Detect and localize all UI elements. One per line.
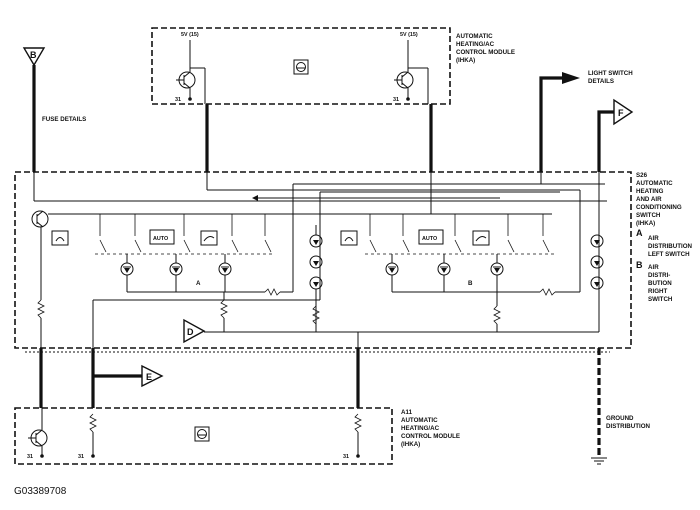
svg-text:SWITCH: SWITCH <box>648 296 673 303</box>
bottom-resistor-left <box>89 413 97 433</box>
svg-text:AUTOMATIC: AUTOMATIC <box>401 417 438 424</box>
switch-contacts-right <box>365 214 555 255</box>
fuse-details-label: FUSE DETAILS <box>42 116 86 123</box>
ground-icon <box>591 457 607 465</box>
switch-contacts-left <box>95 214 275 255</box>
connector-e: E <box>93 364 164 388</box>
top-control-module: 5V (15) 31 5V (15) 31 <box>151 27 451 105</box>
top-module-pin-right: 31 <box>393 97 399 103</box>
svg-text:GROUND: GROUND <box>606 415 634 422</box>
svg-text:DISTRIBUTION: DISTRIBUTION <box>606 423 651 430</box>
svg-text:A11: A11 <box>401 409 413 416</box>
svg-text:B: B <box>30 50 37 60</box>
svg-text:(IHKA): (IHKA) <box>456 57 475 64</box>
svg-text:(IHKA): (IHKA) <box>636 220 655 227</box>
resistor-left <box>37 299 45 319</box>
svg-text:SWITCH: SWITCH <box>636 212 661 219</box>
svg-text:AIR: AIR <box>648 264 659 271</box>
svg-text:CONTROL MODULE: CONTROL MODULE <box>456 49 515 56</box>
resistor-right <box>493 305 501 325</box>
resistor-center <box>312 305 320 325</box>
connector-d: D <box>183 318 206 344</box>
indicator-lamps-right <box>385 190 581 296</box>
switch-unit-label: S26 AUTOMATIC HEATING AND AIR CONDITIONI… <box>636 172 682 227</box>
svg-text:RIGHT: RIGHT <box>648 288 667 295</box>
bottom-module-pin-3: 31 <box>343 454 349 460</box>
bottom-control-module: 31 31 31 <box>14 407 393 465</box>
top-module-label: AUTOMATIC HEATING/AC CONTROL MODULE (IHK… <box>456 33 515 64</box>
svg-text:AUTOMATIC: AUTOMATIC <box>636 180 673 187</box>
indicator-lamps-left <box>120 254 293 296</box>
svg-text:AUTO: AUTO <box>153 236 168 242</box>
svg-text:BUTION: BUTION <box>648 280 672 287</box>
svg-text:AND AIR: AND AIR <box>636 196 662 203</box>
top-module-voltage-right: 5V (15) <box>400 32 418 38</box>
svg-text:(IHKA): (IHKA) <box>401 441 420 448</box>
svg-text:HEATING/AC: HEATING/AC <box>456 41 495 48</box>
svg-text:LEFT SWITCH: LEFT SWITCH <box>648 251 690 258</box>
defrost-right-icon <box>340 230 358 246</box>
svg-text:A: A <box>636 228 643 238</box>
top-module-voltage-left: 5V (15) <box>181 32 199 38</box>
connector-b: B <box>22 47 46 67</box>
bottom-resistor-right <box>354 413 362 433</box>
svg-text:CONTROL MODULE: CONTROL MODULE <box>401 433 460 440</box>
svg-text:B: B <box>636 260 643 270</box>
svg-text:AUTOMATIC: AUTOMATIC <box>456 33 493 40</box>
svg-text:S26: S26 <box>636 172 648 179</box>
footwell-left-icon <box>200 230 218 246</box>
group-a-label: A <box>196 280 201 287</box>
top-module-pin-left: 31 <box>175 97 181 103</box>
svg-text:HEATING: HEATING <box>636 188 664 195</box>
svg-text:E: E <box>146 372 152 382</box>
bottom-module-transistor <box>28 429 48 458</box>
legend-b: B AIR DISTRI- BUTION RIGHT SWITCH <box>636 260 673 303</box>
ground-distribution-label: GROUND DISTRIBUTION <box>606 415 651 430</box>
bottom-module-pin-1: 31 <box>27 454 33 460</box>
svg-text:F: F <box>618 108 624 118</box>
top-module-symbol-icon <box>293 59 309 75</box>
svg-text:AIR: AIR <box>648 235 659 242</box>
svg-text:LIGHT SWITCH: LIGHT SWITCH <box>588 70 633 77</box>
top-module-transistor-left <box>176 52 196 101</box>
light-switch-arrow <box>539 72 580 172</box>
switch-transistor-icon <box>31 210 49 228</box>
top-module-transistor-right <box>394 52 414 101</box>
switch-unit-s26: AUTO AUTO <box>14 171 632 349</box>
indicator-stack-right <box>590 234 604 290</box>
light-switch-details-label: LIGHT SWITCH DETAILS <box>588 70 633 85</box>
defrost-left-icon <box>51 230 69 246</box>
svg-text:DETAILS: DETAILS <box>588 78 614 85</box>
bottom-module-label: A11 AUTOMATIC HEATING/AC CONTROL MODULE … <box>401 409 460 448</box>
legend-a: A AIR DISTRIBUTION LEFT SWITCH <box>636 228 693 258</box>
bottom-module-pin-2: 31 <box>78 454 84 460</box>
svg-text:DISTRIBUTION: DISTRIBUTION <box>648 243 693 250</box>
svg-text:HEATING/AC: HEATING/AC <box>401 425 440 432</box>
connector-f: F <box>597 98 634 172</box>
svg-text:D: D <box>187 327 194 337</box>
auto-right-button: AUTO <box>418 229 444 245</box>
resistor-center-left <box>220 299 228 319</box>
footwell-right-icon <box>472 230 490 246</box>
svg-text:CONDITIONING: CONDITIONING <box>636 204 682 211</box>
svg-text:DISTRI-: DISTRI- <box>648 272 670 279</box>
group-b-label: B <box>468 280 473 287</box>
auto-left-button: AUTO <box>149 229 175 245</box>
svg-text:AUTO: AUTO <box>422 236 437 242</box>
figure-id: G03389708 <box>14 486 67 497</box>
bottom-module-symbol-icon <box>194 426 210 442</box>
